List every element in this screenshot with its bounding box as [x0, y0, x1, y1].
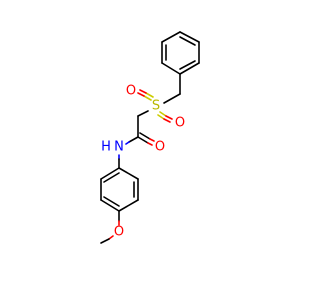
o-methyl-bond: [100, 238, 110, 244]
ether-oxygen-label: O: [114, 225, 124, 240]
s-o-double-bond: [157, 114, 165, 120]
methoxy-group: O: [100, 210, 124, 244]
methoxyphenyl-ring: [100, 167, 139, 212]
s-o-double-bond: [143, 95, 152, 101]
amide-nh-group: N H: [101, 140, 124, 155]
structure-canvas: S O O O N H O: [100, 31, 200, 244]
s-o-double-bond: [159, 111, 167, 117]
c-o-double-bond: [137, 136, 149, 144]
ring-bond: [118, 199, 139, 212]
ch2-to-sulfur-bond: [163, 93, 181, 104]
ring-bond: [179, 31, 200, 43]
sulfonyl-oxygen-label: O: [126, 84, 136, 99]
ring-bond: [118, 167, 139, 180]
c-o-double-bond: [147, 142, 153, 146]
nitrogen-atom-label: N: [114, 140, 124, 155]
c-o-double-bond: [139, 132, 151, 140]
sulfonyl-group: S O O: [126, 84, 185, 131]
sulfonyl-oxygen-label: O: [175, 116, 185, 131]
ring-bond: [100, 199, 120, 212]
c-n-bond: [125, 141, 130, 145]
ring-inner-double-bond: [103, 196, 120, 207]
s-o-double-bond: [137, 92, 145, 97]
c-o-double-bond: [149, 138, 155, 142]
ring-bond: [161, 62, 181, 75]
s-o-double-bond: [163, 118, 171, 123]
ring-inner-double-bond: [179, 36, 196, 46]
sulfur-to-ch2-bond: [137, 110, 149, 117]
amide-carbonyl-group: O: [137, 132, 165, 155]
amide-hydrogen-label: H: [101, 140, 111, 155]
ring-bond: [161, 31, 181, 43]
c-n-bond: [128, 136, 139, 143]
ring-inner-double-bond: [103, 172, 120, 183]
ring-inner-double-bond: [179, 60, 196, 70]
sulfur-atom-label: S: [152, 99, 160, 114]
s-o-double-bond: [139, 89, 147, 94]
ring-bond: [179, 62, 200, 75]
molecule-diagram: S O O O N H O: [100, 31, 200, 244]
ring-bond: [100, 167, 120, 180]
o-methyl-bond: [108, 235, 114, 240]
benzyl-phenyl-ring: [161, 31, 200, 75]
s-o-double-bond: [145, 92, 154, 98]
carbonyl-oxygen-label: O: [155, 140, 165, 155]
s-o-double-bond: [165, 115, 173, 120]
